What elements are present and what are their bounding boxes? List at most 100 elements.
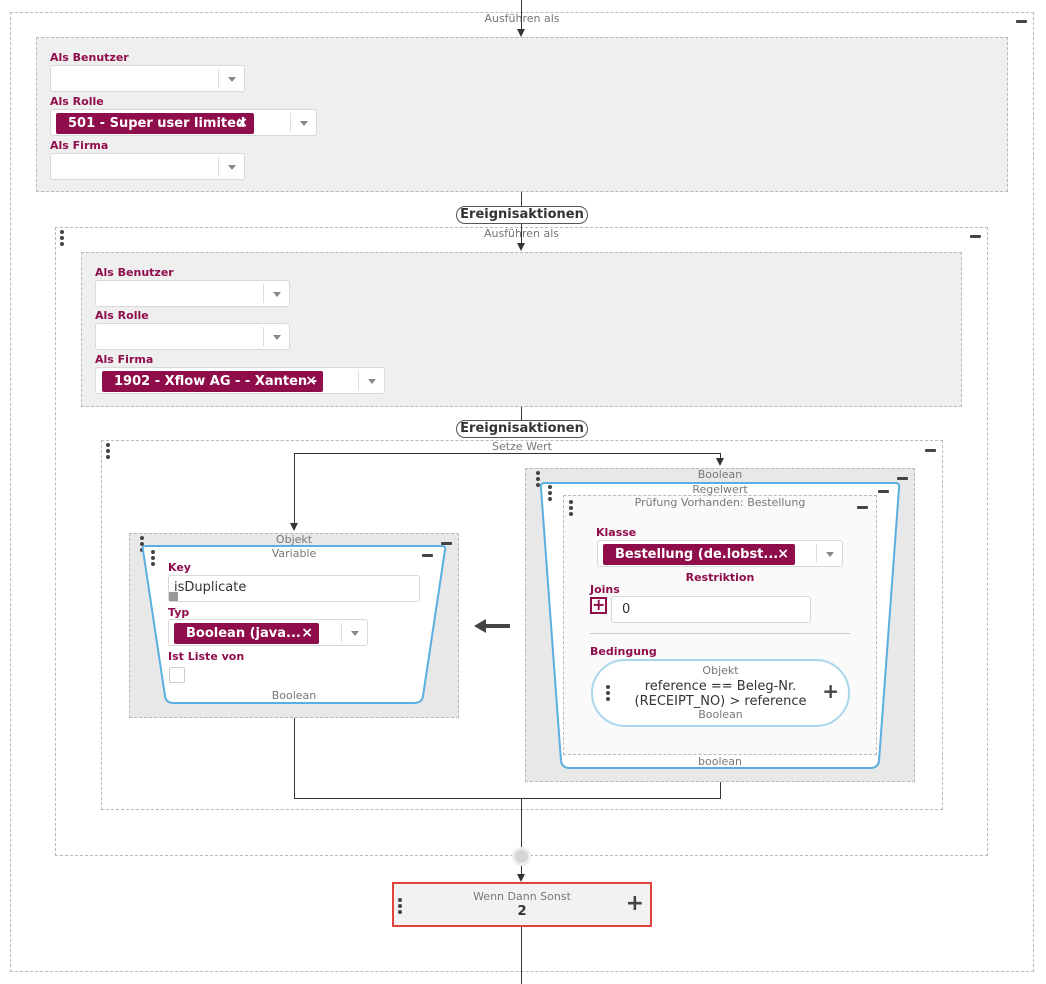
class-label: Klasse (596, 526, 637, 539)
if-then-else-count: 2 (517, 904, 527, 919)
if-then-else-node[interactable]: Wenn Dann Sonst 2 + (392, 882, 652, 927)
variable-card: Variable Key isDuplicate Typ Boolean (ja… (140, 544, 448, 706)
plus-icon[interactable]: + (625, 891, 644, 916)
condition-text-line1: reference == Beleg-Nr. (644, 679, 797, 694)
object-collapse-icon[interactable] (441, 542, 452, 545)
inner-as-user-label: Als Benutzer (95, 266, 174, 279)
flow-line (720, 782, 721, 798)
inner-as-role-select[interactable] (95, 323, 290, 350)
chevron-down-icon[interactable] (218, 69, 244, 88)
outer-as-role-label: Als Rolle (50, 95, 104, 108)
edit-icon[interactable] (169, 592, 178, 601)
drag-handle-icon[interactable] (548, 485, 552, 503)
chevron-down-icon[interactable] (263, 327, 289, 346)
chevron-down-icon[interactable] (358, 371, 384, 390)
plus-icon[interactable]: + (822, 679, 839, 703)
variable-collapse-icon[interactable] (422, 554, 433, 557)
existence-check-collapse-icon[interactable] (857, 506, 868, 509)
key-input-value: isDuplicate (174, 580, 247, 595)
chevron-down-icon[interactable] (263, 284, 289, 303)
type-chip-label: Boolean (java... (186, 626, 301, 641)
set-value-collapse-icon[interactable] (925, 449, 936, 452)
chevron-down-icon[interactable] (218, 157, 244, 176)
is-list-label: Ist Liste von (168, 650, 245, 663)
inner-as-company-select[interactable]: 1902 - Xflow AG - - Xanten - × (95, 367, 385, 394)
remove-icon[interactable]: × (777, 546, 789, 562)
add-join-button[interactable]: + (590, 597, 607, 614)
type-label: Typ (168, 606, 190, 619)
set-value-title: Setze Wert (492, 440, 552, 453)
connector-knob-icon[interactable] (512, 847, 531, 866)
joins-input[interactable]: 0 (611, 596, 811, 623)
connector-arrow-icon (517, 874, 525, 882)
chevron-down-icon[interactable] (816, 544, 842, 563)
remove-icon[interactable]: × (301, 625, 313, 641)
drag-handle-icon[interactable] (536, 471, 540, 489)
existence-check-panel: Prüfung Vorhanden: Bestellung Klasse Bes… (563, 495, 877, 755)
drag-handle-icon[interactable] (398, 898, 402, 916)
chevron-down-icon[interactable] (341, 623, 367, 642)
connector-line (521, 224, 522, 244)
condition-object[interactable]: Objekt reference == Beleg-Nr. (RECEIPT_N… (591, 659, 850, 727)
remove-icon[interactable]: × (305, 373, 317, 389)
restriction-label: Restriktion (685, 571, 755, 584)
connector-line (521, 0, 522, 30)
flow-line (294, 453, 721, 454)
existence-check-title: Prüfung Vorhanden: Bestellung (634, 496, 806, 509)
rule-value-collapse-icon[interactable] (878, 490, 889, 493)
joins-input-value: 0 (622, 602, 631, 617)
outer-role-chip: 501 - Super user limited × (56, 113, 254, 134)
drag-handle-icon[interactable] (606, 685, 610, 703)
outer-execute-as-panel: Ausführen als (10, 12, 1034, 972)
boolean-collapse-icon[interactable] (897, 477, 908, 480)
outer-as-user-select[interactable] (50, 65, 245, 92)
class-chip-label: Bestellung (de.lobst... (615, 547, 779, 562)
drag-handle-icon[interactable] (151, 550, 155, 568)
joins-label: Joins (590, 583, 620, 596)
class-select[interactable]: Bestellung (de.lobst... × (597, 540, 843, 567)
connector-arrow-icon (517, 243, 525, 251)
event-actions-pill-2[interactable]: Ereignisaktionen (456, 420, 588, 438)
is-list-checkbox[interactable] (169, 667, 185, 683)
flow-line (720, 453, 721, 459)
inner-as-user-select[interactable] (95, 280, 290, 307)
outer-as-company-select[interactable] (50, 153, 245, 180)
condition-object-footer: Boolean (698, 708, 743, 721)
inner-collapse-icon[interactable] (970, 235, 981, 238)
flow-line (294, 798, 721, 799)
outer-as-company-label: Als Firma (50, 139, 109, 152)
drag-handle-icon[interactable] (569, 500, 573, 518)
connector-line (521, 407, 522, 421)
set-value-panel: Setze Wert (101, 440, 943, 810)
flow-line (521, 798, 522, 828)
key-input[interactable]: isDuplicate (168, 575, 420, 602)
outer-as-role-select[interactable]: 501 - Super user limited × (50, 109, 317, 136)
type-chip: Boolean (java... × (174, 623, 319, 644)
condition-text: reference == Beleg-Nr. (RECEIPT_NO) > re… (613, 679, 828, 709)
flow-line (294, 718, 295, 798)
type-select[interactable]: Boolean (java... × (168, 619, 368, 646)
plus-icon: + (592, 595, 606, 614)
outer-as-user-label: Als Benutzer (50, 51, 129, 64)
if-then-else-title: Wenn Dann Sonst (473, 890, 571, 903)
variable-title: Variable (271, 547, 317, 560)
assign-arrow-icon (474, 619, 510, 633)
outer-execute-as-title: Ausführen als (484, 12, 560, 25)
rule-value-card: Regelwert boolean (538, 481, 902, 771)
condition-text-line2: (RECEIPT_NO) > reference (634, 694, 807, 709)
event-actions-pill-1[interactable]: Ereignisaktionen (456, 206, 588, 224)
outer-collapse-icon[interactable] (1016, 20, 1027, 23)
inner-fields-zone: Als Benutzer Als Rolle Als Firma 1902 - … (81, 252, 962, 407)
connector-arrow-icon (517, 29, 525, 37)
inner-company-chip: 1902 - Xflow AG - - Xanten - × (102, 371, 323, 392)
chevron-down-icon[interactable] (290, 113, 316, 132)
outer-role-chip-label: 501 - Super user limited (68, 116, 246, 131)
drag-handle-icon[interactable] (106, 443, 110, 461)
remove-icon[interactable]: × (236, 115, 248, 131)
boolean-panel-title: Boolean (697, 468, 743, 481)
condition-label: Bedingung (590, 645, 657, 658)
drag-handle-icon[interactable] (60, 230, 64, 248)
inner-company-chip-label: 1902 - Xflow AG - - Xanten - (114, 374, 318, 389)
condition-object-title: Objekt (702, 664, 739, 677)
rule-value-title: Regelwert (692, 483, 748, 496)
